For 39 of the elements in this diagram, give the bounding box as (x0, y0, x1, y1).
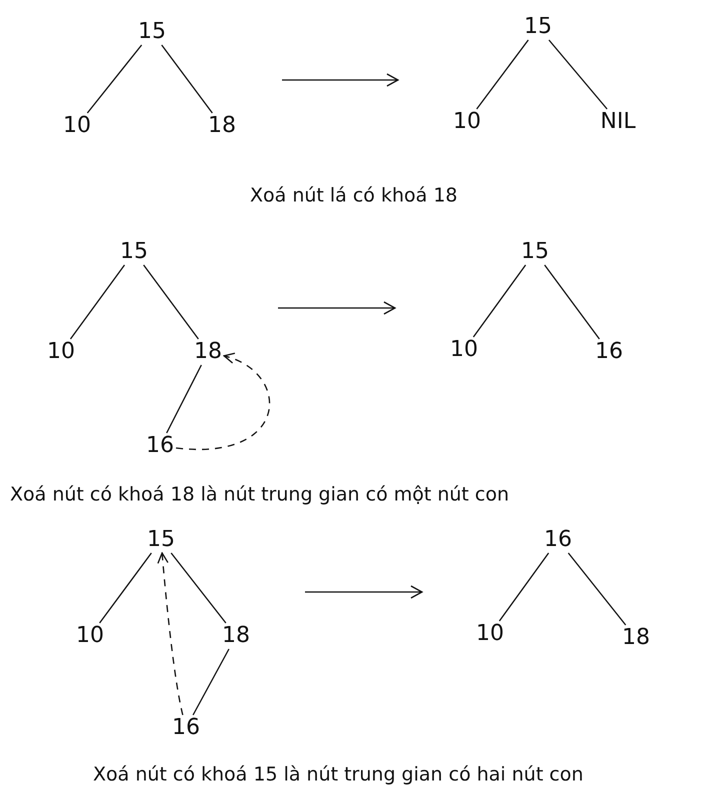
node-key: 16 (170, 715, 202, 741)
node-key: 16 (144, 433, 176, 459)
dashed-arrow (157, 552, 184, 716)
node-key: NIL (598, 109, 638, 135)
node-key: 10 (45, 339, 77, 365)
node-key: 10 (474, 621, 506, 647)
node-key: 16 (542, 527, 574, 553)
tree-branch (476, 40, 529, 110)
node-key: 15 (519, 239, 551, 265)
node-key: 10 (448, 337, 480, 363)
dashed-arrow (176, 354, 270, 450)
tree-branch (192, 648, 230, 716)
tree-branch (544, 264, 600, 340)
node-key: 18 (206, 113, 238, 139)
tree-branch (86, 44, 142, 114)
tree-branch (99, 552, 152, 624)
tree-branch (166, 364, 202, 434)
tree-branch (143, 264, 199, 340)
node-key: 10 (61, 113, 93, 139)
tree-branch (548, 40, 608, 110)
caption: Xoá nút có khoá 15 là nút trung gian có hai nút con (93, 764, 584, 786)
node-key: 16 (593, 339, 625, 365)
node-key: 15 (145, 527, 177, 553)
tree-branch (170, 552, 226, 624)
node-key: 15 (136, 19, 168, 45)
tree-branch (161, 44, 213, 114)
caption: Xoá nút có khoá 18 là nút trung gian có một nút con (10, 484, 510, 506)
tree-branch (498, 552, 550, 622)
node-key: 10 (451, 109, 483, 135)
tree-branch (472, 264, 526, 338)
tree-branch (70, 264, 126, 340)
node-key: 18 (620, 625, 652, 651)
node-key: 15 (522, 14, 554, 40)
caption: Xoá nút lá có khoá 18 (250, 184, 458, 208)
node-key: 15 (118, 239, 150, 265)
node-key: 10 (74, 623, 106, 649)
node-key: 18 (220, 623, 252, 649)
tree-branch (568, 552, 626, 626)
node-key: 18 (192, 339, 224, 365)
